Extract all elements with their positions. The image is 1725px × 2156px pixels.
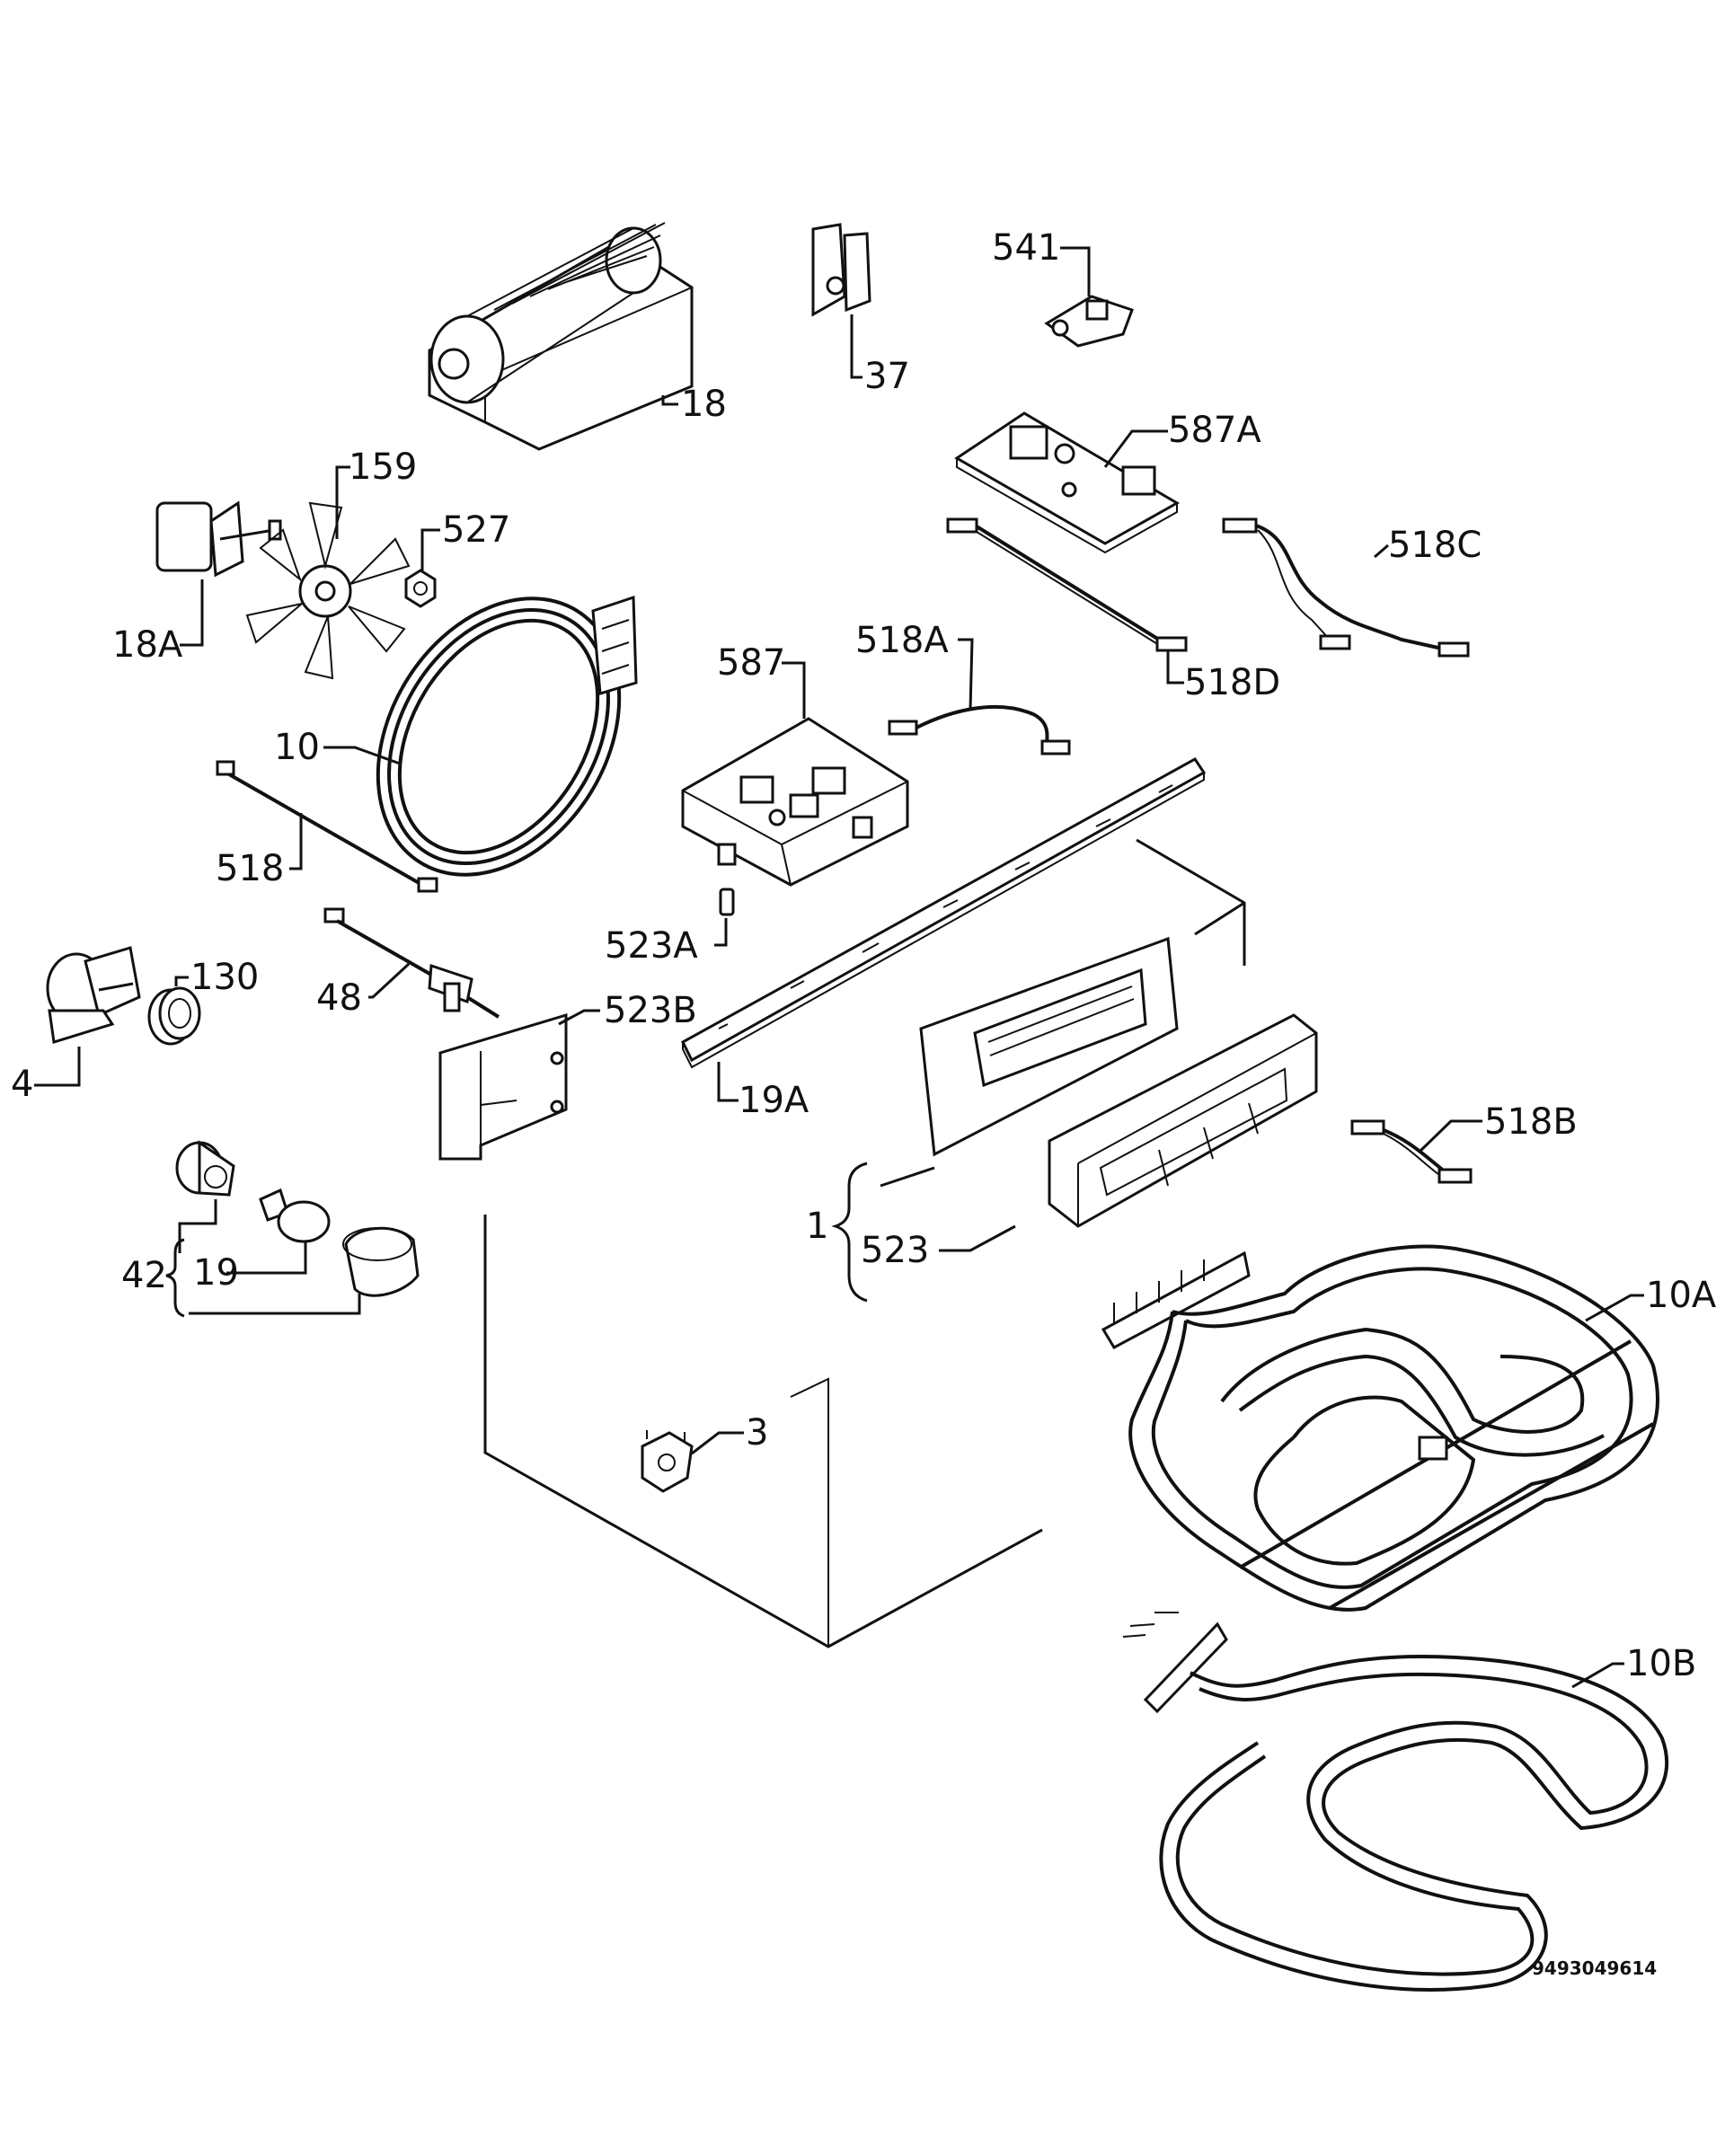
label-523: 523 bbox=[861, 1230, 929, 1271]
leader-541 bbox=[1060, 246, 1091, 296]
label-518a: 518A bbox=[855, 620, 949, 661]
fan-motor-18a-part bbox=[155, 500, 282, 578]
label-518c: 518C bbox=[1388, 525, 1482, 566]
label-48: 48 bbox=[316, 977, 362, 1019]
label-130: 130 bbox=[190, 957, 259, 998]
switch-541-part bbox=[1044, 295, 1134, 348]
display-window-part bbox=[919, 936, 1179, 1157]
label-587: 587 bbox=[717, 642, 785, 684]
label-19a: 19A bbox=[739, 1080, 809, 1121]
leader-10a bbox=[1585, 1294, 1644, 1322]
probe-48-part bbox=[323, 907, 500, 1019]
label-518d: 518D bbox=[1184, 662, 1280, 703]
leader-19a bbox=[717, 1062, 739, 1102]
rail-19a-part bbox=[681, 757, 1207, 1069]
label-10b: 10B bbox=[1626, 1643, 1696, 1684]
label-518: 518 bbox=[216, 848, 284, 889]
label-18: 18 bbox=[681, 384, 727, 425]
ring-heater-10-part bbox=[376, 595, 638, 877]
leader-10b bbox=[1571, 1662, 1624, 1689]
label-10: 10 bbox=[274, 727, 320, 768]
cable-518a-part bbox=[888, 704, 1071, 755]
label-18a: 18A bbox=[112, 624, 183, 666]
cable-518d-part bbox=[946, 517, 1188, 652]
fan-blade-159-part bbox=[245, 501, 411, 680]
leader-37 bbox=[850, 314, 862, 379]
label-587a: 587A bbox=[1168, 410, 1261, 451]
label-159: 159 bbox=[349, 446, 417, 488]
leader-518c bbox=[1374, 543, 1389, 559]
leader-130 bbox=[174, 976, 189, 986]
leader-48 bbox=[368, 962, 411, 999]
label-19: 19 bbox=[193, 1252, 239, 1294]
leader-18 bbox=[661, 395, 678, 406]
pcb-587a-part bbox=[954, 411, 1181, 554]
bracket-37-part bbox=[811, 223, 871, 317]
brace-1 bbox=[831, 1162, 868, 1303]
leader-518a bbox=[958, 638, 974, 711]
label-3: 3 bbox=[746, 1412, 768, 1454]
cavity-outline bbox=[483, 1215, 1043, 1648]
label-541: 541 bbox=[992, 227, 1060, 269]
label-523b: 523B bbox=[604, 990, 697, 1031]
seal-130-part bbox=[147, 986, 201, 1046]
label-42: 42 bbox=[121, 1255, 167, 1296]
label-523a: 523A bbox=[605, 925, 698, 967]
label-518b: 518B bbox=[1484, 1101, 1578, 1143]
leader-10 bbox=[323, 746, 401, 765]
brace-1-leader-top bbox=[880, 1166, 935, 1188]
cable-518b-part bbox=[1350, 1119, 1473, 1184]
leader-587 bbox=[782, 661, 806, 719]
sensor-523a-part bbox=[719, 888, 735, 916]
leader-18a bbox=[180, 579, 204, 647]
fan-housing-part bbox=[428, 222, 694, 451]
document-reference-number: 9493049614 bbox=[1532, 1957, 1657, 1979]
leader-42-bottom bbox=[189, 1294, 361, 1315]
label-4: 4 bbox=[11, 1064, 33, 1105]
bulb-19-part bbox=[259, 1188, 331, 1243]
leader-518b bbox=[1418, 1119, 1482, 1153]
leader-523b bbox=[558, 1009, 600, 1026]
leader-159 bbox=[335, 465, 350, 539]
grill-element-10a-part bbox=[1101, 1244, 1659, 1612]
cavity-inner-line bbox=[790, 1377, 829, 1647]
leader-518 bbox=[289, 813, 303, 870]
display-housing-523-part bbox=[1048, 1013, 1318, 1228]
leader-518d bbox=[1166, 650, 1184, 685]
cable-518-part bbox=[216, 760, 438, 893]
leader-527 bbox=[420, 528, 440, 570]
leader-523 bbox=[939, 1224, 1016, 1252]
cable-518c-part bbox=[1222, 517, 1470, 658]
leader-4 bbox=[34, 1047, 81, 1087]
nut-527-part bbox=[404, 569, 437, 608]
label-37: 37 bbox=[864, 356, 910, 397]
bottom-element-10b-part bbox=[1122, 1612, 1668, 1992]
leader-42-top bbox=[178, 1199, 217, 1253]
thermostat-3-part bbox=[641, 1430, 694, 1493]
label-1: 1 bbox=[806, 1206, 828, 1247]
label-527: 527 bbox=[442, 509, 510, 551]
leader-587a bbox=[1103, 429, 1168, 468]
leader-523a bbox=[714, 918, 728, 947]
lamp-cover-part bbox=[342, 1226, 420, 1297]
lamp-holder-part bbox=[175, 1140, 235, 1197]
bracket-523b-part bbox=[438, 1012, 568, 1161]
motor-4-part bbox=[46, 946, 141, 1044]
brace-42 bbox=[165, 1238, 185, 1318]
control-module-587-part bbox=[681, 717, 909, 887]
label-10a: 10A bbox=[1646, 1275, 1717, 1316]
leader-19 bbox=[226, 1241, 307, 1275]
leader-3 bbox=[691, 1431, 744, 1455]
assembly-frame-tick bbox=[1194, 901, 1245, 936]
